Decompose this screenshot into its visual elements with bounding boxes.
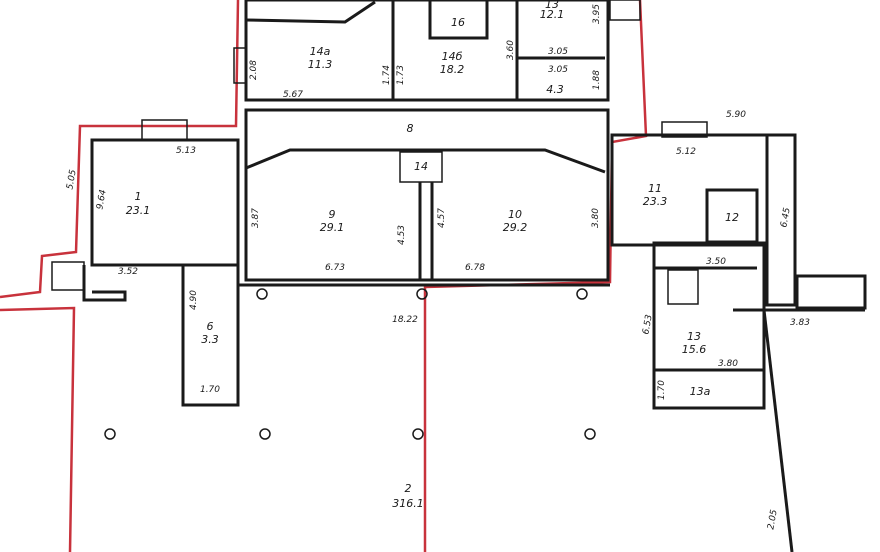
red-boundary-right (423, 0, 648, 552)
room-11-area: 23.3 (643, 195, 668, 208)
dimension: 5.67 (283, 90, 303, 100)
dimension: 9.64 (95, 189, 108, 211)
dimension: 2.08 (249, 60, 259, 80)
room-14a-number: 14а (310, 45, 331, 58)
red-boundary-left (0, 0, 240, 299)
room-16-number: 16 (451, 16, 465, 29)
entrance-stair (795, 274, 867, 310)
dimension: 3.80 (718, 359, 738, 369)
room-11-number: 11 (648, 182, 662, 195)
shaft-14 (399, 151, 443, 183)
room-13-top-number: 13 (545, 0, 559, 11)
right-outer-wall (765, 133, 797, 307)
room-14a-area: 11.3 (308, 58, 333, 71)
dimension: 5.12 (676, 147, 696, 157)
dimension: 5.90 (726, 110, 746, 120)
room-13-top-area: 12.1 (540, 8, 565, 21)
dimension: 4.57 (437, 208, 447, 228)
dimension: 3.87 (251, 208, 261, 228)
room-14-number: 14 (414, 160, 428, 173)
room-1-lower-wall (82, 265, 127, 302)
dimension: 6.73 (325, 263, 345, 273)
room-1-walls (90, 138, 240, 267)
wall (762, 309, 794, 552)
dimension: 18.22 (392, 315, 418, 325)
room-6-area: 3.3 (201, 333, 219, 346)
grid-window (51, 261, 85, 291)
dimension: 1.70 (200, 385, 220, 395)
dimension: 3.05 (548, 47, 568, 57)
room-1-area: 23.1 (126, 204, 151, 217)
dimension: 3.95 (592, 4, 602, 24)
dimension: 3.83 (790, 318, 810, 328)
room-13a-number: 13а (690, 385, 711, 398)
dimension: 3.50 (706, 257, 726, 267)
room-9-area: 29.1 (320, 221, 345, 234)
room-10-number: 10 (508, 208, 522, 221)
dimension: 6.45 (779, 207, 792, 229)
dimension: 6.78 (465, 263, 485, 273)
dimension: 1.70 (657, 380, 667, 400)
dimension: 3.05 (548, 65, 568, 75)
room-12-number: 12 (725, 211, 739, 224)
dimension: 1.88 (592, 70, 602, 90)
room-14b-area: 18.2 (440, 63, 465, 76)
room-6-walls (181, 263, 240, 407)
dimension: 1.73 (396, 65, 406, 85)
dimension: 1.74 (382, 65, 392, 85)
room-16-walls (428, 0, 489, 40)
dimension: 6.53 (641, 314, 654, 336)
room-small-area: 4.3 (546, 83, 564, 96)
room-2-number: 2 (405, 482, 412, 495)
window (609, 0, 641, 21)
dimension: 3.80 (591, 208, 601, 228)
corridor-8-walls (244, 108, 610, 282)
dimension: 3.60 (506, 40, 516, 60)
room-13-walls (652, 241, 766, 410)
room-10-area: 29.2 (503, 221, 528, 234)
window (233, 47, 247, 84)
room-1-number: 1 (135, 190, 142, 203)
stair (667, 269, 699, 305)
dimension: 5.13 (176, 146, 196, 156)
columns (104, 288, 596, 440)
room-13-number: 13 (687, 330, 701, 343)
stair (141, 119, 188, 141)
room-8-number: 8 (407, 122, 414, 135)
dimension: 3.52 (118, 267, 138, 277)
dimension: 4.53 (397, 225, 407, 245)
dimension: 2.05 (766, 509, 779, 531)
room-2-area: 316.1 (392, 497, 424, 510)
stair (661, 121, 708, 138)
wall-top-diagonal (245, 0, 376, 24)
room-6-number: 6 (207, 320, 214, 333)
red-boundary-left-lower (0, 306, 76, 552)
room-13-area: 15.6 (682, 343, 707, 356)
room-9-number: 9 (329, 208, 336, 221)
dimension: 4.90 (189, 290, 199, 310)
room-14b-number: 14б (442, 50, 463, 63)
dimension: 5.05 (65, 169, 78, 191)
corridor-partition (245, 148, 606, 174)
